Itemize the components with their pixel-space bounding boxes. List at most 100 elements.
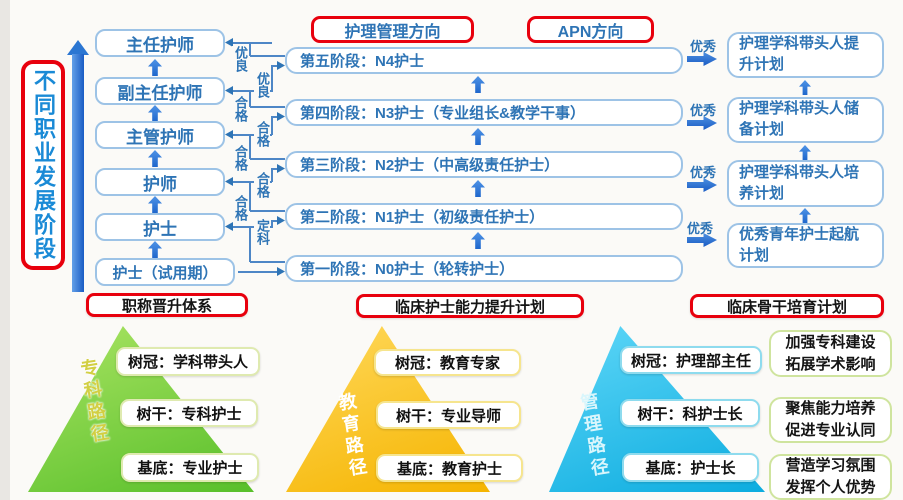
up-arrow-icon — [799, 208, 811, 223]
plan-box-young-nurse: 优秀青年护士起航计划 — [727, 223, 884, 268]
connector-line — [250, 210, 285, 212]
up-arrow-icon — [471, 76, 485, 93]
connector-line — [238, 271, 280, 273]
gate-label: 合格 — [254, 121, 270, 147]
career-box-deputy-chief-nurse: 副主任护师 — [95, 77, 225, 105]
up-arrow-icon — [148, 196, 162, 213]
career-box-nurse: 护士 — [95, 213, 225, 241]
left-gray-strip — [0, 0, 10, 500]
plan-box-reserve: 护理学科带头人储备计划 — [727, 97, 884, 143]
gate-label: 合格 — [232, 195, 248, 221]
gate-label: 合格 — [254, 172, 270, 198]
up-arrow-icon — [148, 241, 162, 258]
pyramid-level-box: 树干：专业导师 — [376, 401, 521, 429]
pyramid-level-box: 树冠：护理部主任 — [620, 346, 762, 374]
up-arrow-icon — [148, 59, 162, 76]
outcome-line: 营造学习氛围 — [785, 457, 876, 475]
arrowhead-left-icon — [225, 222, 233, 231]
connector-line — [272, 65, 281, 67]
up-arrow-icon — [471, 128, 485, 145]
excellence-label: 优秀 — [687, 221, 714, 236]
arrowhead-left-icon — [225, 38, 233, 47]
stage-box-4: 第四阶段：N3护士（专业组长&教学干事） — [285, 99, 683, 126]
connector-line — [233, 226, 272, 228]
pyramid-level-box: 树干：科护士长 — [620, 399, 760, 427]
pyramid-level-box: 树冠：学科带头人 — [116, 347, 260, 376]
gate-label: 优良 — [254, 72, 270, 98]
stage-box-2: 第二阶段：N1护士（初级责任护士） — [285, 203, 683, 230]
section-header-backbone-plan: 临床骨干培育计划 — [690, 294, 884, 318]
arrowhead-right-icon — [277, 267, 285, 276]
arrowhead-right-icon — [277, 164, 285, 173]
outcome-line: 加强专科建设 — [785, 333, 876, 351]
connector-line — [271, 220, 273, 228]
connector-line — [272, 116, 281, 118]
section-header-title-promotion: 职称晋升体系 — [86, 293, 248, 317]
arrowhead-left-icon — [225, 130, 233, 139]
arrowhead-left-icon — [225, 86, 233, 95]
up-arrow-icon — [148, 105, 162, 122]
connector-line — [233, 134, 272, 136]
connector-line — [233, 42, 272, 44]
connector-line — [250, 106, 285, 108]
career-stages-banner: 不同职业发展阶段 — [21, 60, 65, 270]
outcome-line: 拓展学术影响 — [785, 355, 876, 373]
stage-box-1: 第一阶段：N0护士（轮转护士） — [285, 255, 683, 282]
header-apn-direction: APN方向 — [527, 16, 654, 43]
big-up-arrow-stem-icon — [72, 54, 84, 292]
connector-line — [250, 55, 285, 57]
connector-line — [249, 181, 251, 211]
gate-label: 合格 — [232, 145, 248, 171]
outcome-line: 聚焦能力培养 — [785, 400, 876, 418]
connector-line — [271, 65, 273, 92]
arrowhead-right-icon — [277, 112, 285, 121]
connector-line — [250, 158, 285, 160]
connector-line — [233, 90, 272, 92]
gate-label: 优良 — [232, 46, 248, 72]
career-box-supervisor-nurse: 主管护师 — [95, 121, 225, 149]
career-box-senior-nurse: 护师 — [95, 168, 225, 196]
outcome-line: 促进专业认同 — [785, 422, 876, 439]
connector-line — [249, 134, 251, 159]
header-nursing-management-direction: 护理管理方向 — [311, 16, 474, 43]
excellence-label: 优秀 — [690, 39, 717, 54]
career-box-probation-nurse: 护士（试用期） — [95, 258, 235, 286]
up-arrow-icon — [471, 232, 485, 249]
big-up-arrow-head-icon — [67, 40, 89, 55]
pyramid-level-box: 树干：专科护士 — [120, 399, 258, 427]
outcome-box: 加强专科建设 拓展学术影响 — [769, 330, 892, 377]
up-arrow-icon — [799, 80, 811, 95]
up-arrow-icon — [148, 150, 162, 167]
connector-line — [271, 116, 273, 135]
outcome-box: 营造学习氛围 发挥个人优势 — [769, 454, 892, 500]
connector-line — [249, 226, 251, 262]
career-stages-banner-label: 不同职业发展阶段 — [31, 69, 56, 261]
connector-line — [272, 168, 281, 170]
up-arrow-icon — [799, 145, 811, 160]
stage-box-5: 第五阶段：N4护士 — [285, 47, 683, 74]
connector-line — [249, 90, 251, 107]
arrowhead-right-icon — [277, 61, 285, 70]
connector-line — [250, 261, 285, 263]
outcome-box: 聚焦能力培养 促进专业认同 — [769, 397, 892, 443]
connector-line — [249, 42, 251, 56]
connector-line — [271, 168, 273, 182]
plan-box-promotion: 护理学科带头人提升计划 — [727, 32, 884, 78]
connector-line — [272, 220, 281, 222]
excellence-label: 优秀 — [690, 103, 717, 118]
pyramid-level-box: 树冠：教育专家 — [374, 349, 521, 376]
pyramid-level-box: 基底：专业护士 — [121, 453, 259, 482]
gate-label: 合格 — [232, 96, 248, 122]
up-arrow-icon — [471, 180, 485, 197]
plan-box-cultivation: 护理学科带头人培养计划 — [727, 160, 884, 207]
connector-line — [233, 181, 272, 183]
stage-box-3: 第三阶段：N2护士（中高级责任护士） — [285, 151, 683, 178]
outcome-line: 发挥个人优势 — [785, 479, 876, 496]
excellence-label: 优秀 — [690, 165, 717, 180]
pyramid-level-box: 基底：教育护士 — [376, 454, 523, 482]
section-header-ability-plan: 临床护士能力提升计划 — [356, 294, 584, 318]
gate-label: 定科 — [254, 219, 270, 245]
arrowhead-right-icon — [277, 216, 285, 225]
arrowhead-left-icon — [225, 177, 233, 186]
